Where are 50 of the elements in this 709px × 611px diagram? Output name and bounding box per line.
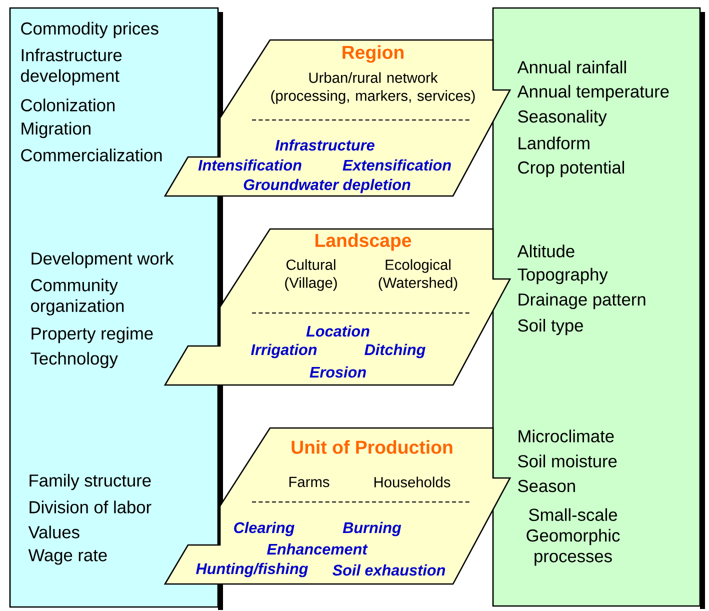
- factor-text: Technology: [30, 352, 118, 368]
- factor-text: Wage rate: [28, 549, 107, 565]
- process-text: Irrigation: [251, 344, 317, 358]
- process-text: Groundwater depletion: [244, 178, 410, 194]
- process-text: Infrastructure: [275, 139, 374, 151]
- process-text: Location: [306, 325, 370, 337]
- factor-text: Soil moisture: [518, 454, 617, 468]
- category-text: Farms: [289, 476, 330, 488]
- factor-text: Colonization: [21, 98, 114, 112]
- factor-text: Small-scale Geomorphic processes: [526, 508, 620, 566]
- factor-text: Soil type: [518, 318, 583, 336]
- factor-text: Annual temperature: [517, 84, 669, 102]
- factor-text: Season: [518, 480, 575, 492]
- panel-background: [492, 7, 705, 609]
- factor-text: Division of labor: [30, 500, 152, 514]
- factor-text: Landform: [518, 136, 590, 150]
- category-text: Urban/rural network (processing, markers, services): [271, 72, 475, 104]
- level-title: Unit of Production: [292, 440, 452, 454]
- process-text: Extensification: [342, 159, 451, 171]
- factor-text: Community organization: [31, 278, 124, 316]
- factor-text: Commercialization: [21, 148, 162, 162]
- level-title: Region: [342, 45, 404, 63]
- factor-text: Migration: [22, 122, 90, 138]
- factor-text: Property regime: [32, 326, 153, 344]
- process-text: Intensification: [198, 159, 302, 171]
- factor-text: Annual rainfall: [517, 60, 626, 74]
- process-text: Hunting/fishing: [196, 562, 308, 578]
- factor-text: Microclimate: [518, 430, 614, 442]
- category-text: Households: [374, 476, 450, 488]
- factor-text: Family structure: [30, 474, 151, 490]
- category-text: Cultural (Village): [285, 259, 337, 291]
- process-text: Clearing: [234, 522, 294, 536]
- process-text: Erosion: [310, 366, 366, 378]
- factor-text: Drainage pattern: [518, 292, 646, 310]
- process-text: Soil exhaustion: [332, 564, 446, 576]
- level-parallelogram: [164, 39, 512, 197]
- process-text: Ditching: [364, 344, 426, 358]
- category-text: Ecological (Watershed): [378, 259, 458, 291]
- level-title: Landscape: [316, 233, 412, 251]
- process-text: Enhancement: [267, 543, 368, 555]
- factor-text: Development work: [32, 252, 174, 268]
- factor-text: Infrastructure development: [21, 48, 122, 86]
- factor-text: Crop potential: [518, 160, 624, 178]
- factor-text: Values: [28, 526, 80, 538]
- level-parallelogram: [164, 427, 512, 585]
- factor-text: Altitude: [517, 244, 574, 258]
- factor-text: Topography: [518, 268, 608, 284]
- factor-text: Seasonality: [518, 110, 607, 126]
- factor-text: Commodity prices: [21, 22, 158, 38]
- process-text: Burning: [342, 522, 402, 536]
